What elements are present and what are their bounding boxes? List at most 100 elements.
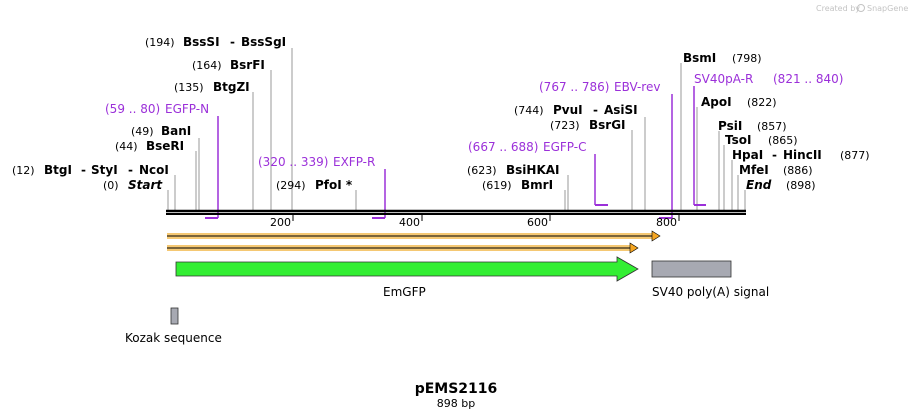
svg-text:(619): (619) (482, 179, 512, 192)
svg-text:(798): (798) (732, 52, 762, 65)
svg-text:BsrFI: BsrFI (230, 58, 265, 72)
svg-text:-: - (128, 163, 133, 177)
site-lines (167, 48, 746, 211)
svg-text:(135): (135) (174, 81, 204, 94)
site-bani: (49) BanI (131, 124, 191, 138)
svg-text:(44): (44) (115, 140, 138, 153)
svg-text:ApoI: ApoI (701, 95, 732, 109)
svg-text:-: - (230, 35, 235, 49)
site-pfoi: (294) PfoI * (276, 178, 353, 192)
svg-text:PvuI: PvuI (553, 103, 583, 117)
site-bsssi: (194) BssSI - BssSgI (145, 35, 286, 49)
svg-text:BtgZI: BtgZI (213, 80, 250, 94)
svg-text:(857): (857) (757, 120, 787, 133)
feature-kozak: Kozak sequence (125, 307, 222, 345)
svg-text:(667 .. 688): (667 .. 688) (468, 140, 538, 154)
svg-text:(320 .. 339): (320 .. 339) (258, 155, 328, 169)
backbone (166, 209, 746, 215)
svg-text:(877): (877) (840, 149, 870, 162)
orf-arrow-2 (167, 242, 639, 254)
svg-text:(886): (886) (783, 164, 813, 177)
site-pvui: (744) PvuI - AsiSI (514, 103, 638, 117)
ruler-label-200: 200 (270, 216, 291, 229)
svg-text:AsiSI: AsiSI (604, 103, 638, 117)
primer-sv40pa-r: SV40pA-R (821 .. 840) (693, 72, 843, 206)
svg-text:BmrI: BmrI (521, 178, 553, 192)
svg-text:BseRI: BseRI (146, 139, 184, 153)
svg-text:BtgI: BtgI (44, 163, 72, 177)
svg-text:(723): (723) (550, 119, 580, 132)
svg-text:EBV-rev: EBV-rev (614, 80, 660, 94)
primer-ebv-rev: (767 .. 786) EBV-rev (539, 80, 673, 219)
ruler-label-600: 600 (527, 216, 548, 229)
site-btgzi: (135) BtgZI (174, 80, 250, 94)
svg-text:-: - (772, 148, 777, 162)
site-btgi: (12) BtgI - StyI - NcoI (12, 163, 169, 177)
svg-text:(0): (0) (103, 179, 119, 192)
site-bseri: (44) BseRI (115, 139, 184, 153)
svg-text:NcoI: NcoI (139, 163, 169, 177)
site-bsrgi: (723) BsrGI (550, 118, 626, 132)
primer-egfp-c: (667 .. 688) EGFP-C (468, 140, 608, 206)
svg-text:BssSgI: BssSgI (241, 35, 286, 49)
svg-text:-: - (593, 103, 598, 117)
svg-text:HincII: HincII (783, 148, 822, 162)
plasmid-name: pEMS2116 (415, 381, 498, 397)
svg-text:EGFP-N: EGFP-N (165, 102, 209, 116)
feature-emgfp-label: EmGFP (383, 285, 426, 299)
svg-text:HpaI: HpaI (732, 148, 763, 162)
svg-text:(12): (12) (12, 164, 35, 177)
primer-egfp-n: (59 .. 80) EGFP-N (105, 102, 219, 219)
svg-text:BssSI: BssSI (183, 35, 220, 49)
site-start: (0) Start (103, 178, 163, 192)
credit-brand: SnapGene (867, 4, 908, 13)
plasmid-length: 898 bp (437, 397, 475, 410)
site-tsoi: TsoI (865) (725, 133, 798, 147)
svg-text:EXFP-R: EXFP-R (333, 155, 375, 169)
feature-sv40-label: SV40 poly(A) signal (652, 285, 769, 299)
site-bsmi: BsmI (798) (683, 51, 762, 65)
svg-text:PfoI *: PfoI * (315, 178, 353, 192)
svg-text:(59 .. 80): (59 .. 80) (105, 102, 160, 116)
site-end: End (898) (746, 178, 816, 192)
feature-kozak-label: Kozak sequence (125, 331, 222, 345)
svg-text:BanI: BanI (161, 124, 191, 138)
svg-text:(744): (744) (514, 104, 544, 117)
svg-text:(898): (898) (786, 179, 816, 192)
svg-text:BsiHKAI: BsiHKAI (506, 163, 560, 177)
feature-emgfp: EmGFP (175, 256, 639, 299)
svg-text:(294): (294) (276, 179, 306, 192)
site-psii: PsiI (857) (718, 119, 787, 133)
ruler-label-400: 400 (399, 216, 420, 229)
svg-text:StyI: StyI (91, 163, 118, 177)
svg-text:(49): (49) (131, 125, 154, 138)
svg-text:End: End (746, 178, 772, 192)
svg-text:EGFP-C: EGFP-C (543, 140, 586, 154)
site-apoi: ApoI (822) (701, 95, 777, 109)
svg-text:(821 .. 840): (821 .. 840) (773, 72, 843, 86)
svg-text:(164): (164) (192, 59, 222, 72)
svg-text:PsiI: PsiI (718, 119, 742, 133)
credit-text: Created by (816, 4, 860, 13)
primer-exfp-r: (320 .. 339) EXFP-R (258, 155, 386, 219)
svg-text:TsoI: TsoI (725, 133, 751, 147)
orf-arrow-1 (167, 230, 661, 242)
snapgene-logo-icon (857, 4, 865, 12)
svg-text:MfeI: MfeI (739, 163, 769, 177)
svg-text:SV40pA-R: SV40pA-R (694, 72, 753, 86)
svg-text:BsmI: BsmI (683, 51, 716, 65)
site-mfei: MfeI (886) (739, 163, 813, 177)
svg-text:(822): (822) (747, 96, 777, 109)
feature-sv40-polya: SV40 poly(A) signal (651, 260, 769, 299)
site-bsrfi: (164) BsrFI (192, 58, 265, 72)
svg-text:(623): (623) (467, 164, 497, 177)
svg-text:(865): (865) (768, 134, 798, 147)
svg-text:(767 .. 786): (767 .. 786) (539, 80, 609, 94)
ruler-label-800: 800 (656, 216, 677, 229)
svg-text:Start: Start (128, 178, 163, 192)
svg-text:-: - (81, 163, 86, 177)
svg-text:(194): (194) (145, 36, 175, 49)
site-hpai: HpaI - HincII (877) (732, 148, 870, 162)
site-bmri: (619) BmrI (482, 178, 553, 192)
